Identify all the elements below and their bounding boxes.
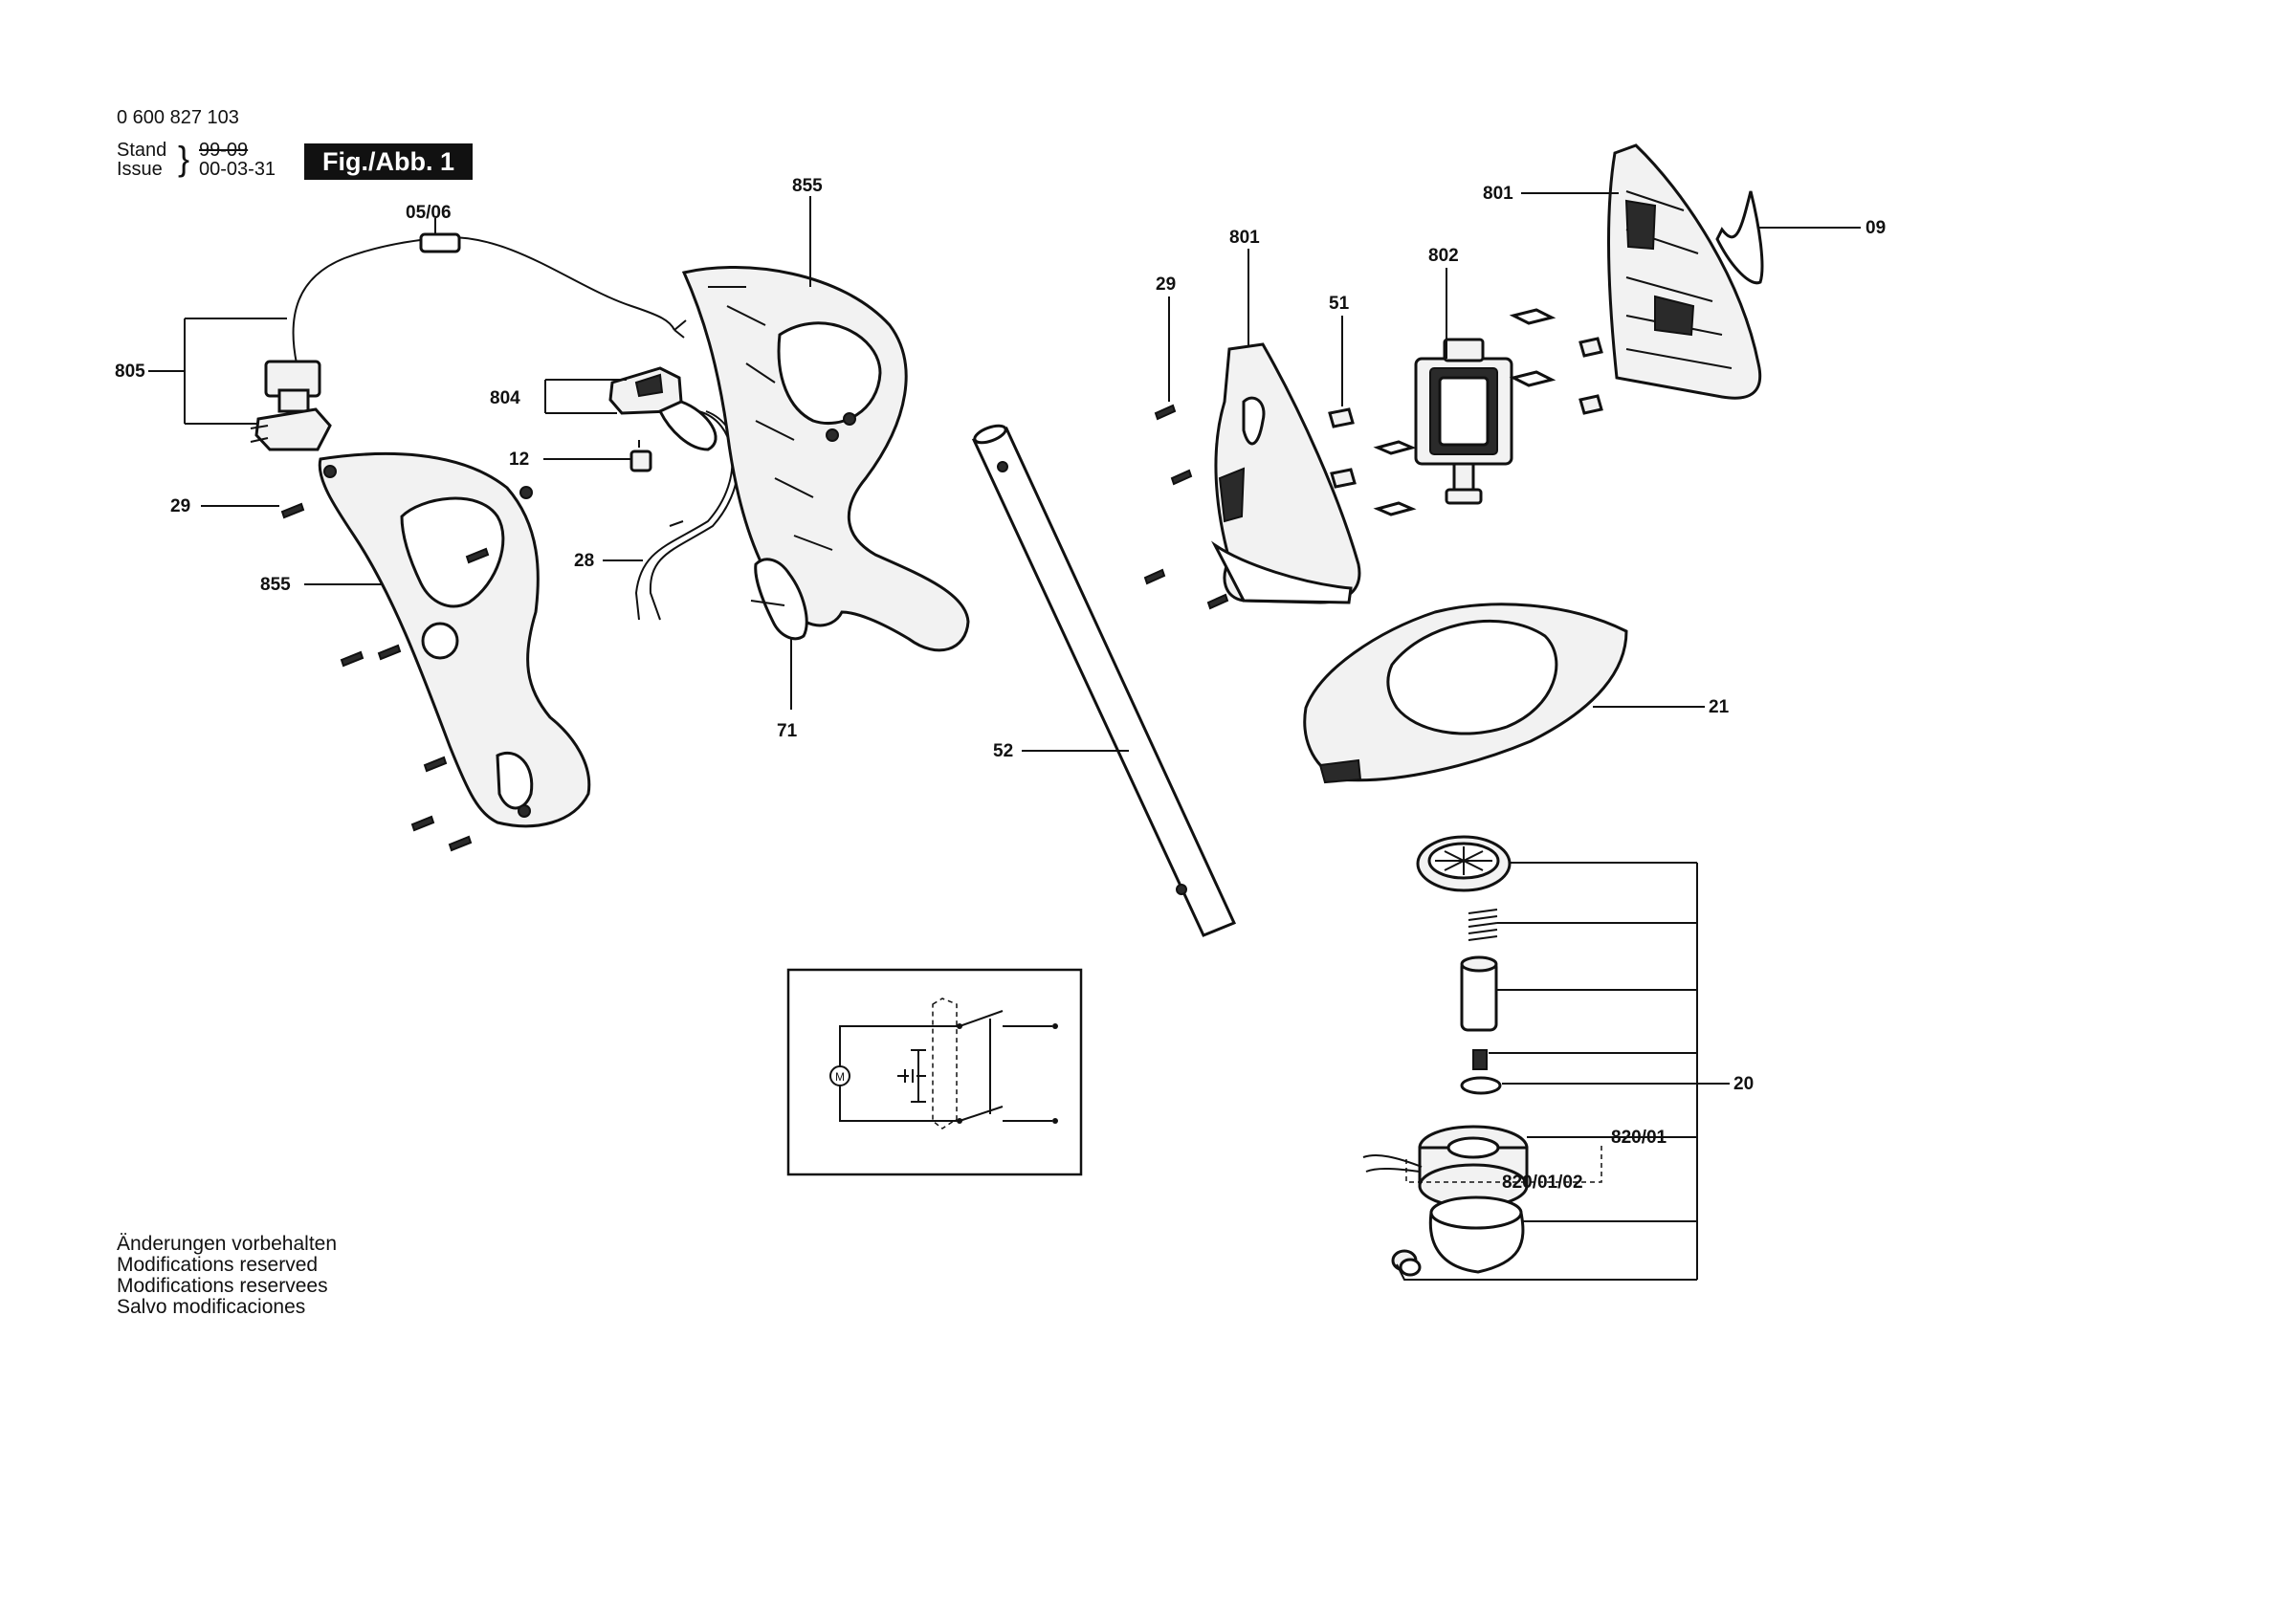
callout-29-mid: 29 bbox=[1156, 274, 1176, 295]
callout-801-top: 801 bbox=[1483, 184, 1513, 204]
callout-855-top: 855 bbox=[792, 176, 823, 196]
note-fr: Modifications reservees bbox=[117, 1275, 328, 1297]
plug-805 bbox=[250, 360, 332, 451]
motor-housing-half-801-top bbox=[1606, 143, 1762, 400]
screw-20 bbox=[1472, 1049, 1488, 1070]
screws-left bbox=[280, 502, 490, 852]
spring bbox=[1468, 909, 1498, 941]
wiring-schematic: M bbox=[786, 968, 1083, 1176]
handle-half-right-855 bbox=[681, 266, 970, 652]
callout-05-06: 05/06 bbox=[406, 203, 452, 223]
note-de: Änderungen vorbehalten bbox=[117, 1233, 338, 1255]
cable-sleeve bbox=[419, 232, 461, 253]
brushes-51 bbox=[1328, 407, 1417, 516]
power-cable bbox=[292, 232, 687, 364]
spool-cap bbox=[1428, 1195, 1525, 1274]
figure-badge: Fig./Abb. 1 bbox=[304, 143, 473, 180]
callout-51: 51 bbox=[1329, 294, 1350, 314]
note-en: Modifications reserved bbox=[117, 1254, 319, 1276]
cover-09 bbox=[1715, 190, 1764, 285]
callout-804: 804 bbox=[490, 388, 520, 408]
stand-label: Stand bbox=[117, 140, 167, 161]
handle-half-left-855 bbox=[318, 451, 591, 828]
switch-804 bbox=[608, 366, 718, 451]
callout-802: 802 bbox=[1428, 246, 1459, 266]
brace: } bbox=[178, 139, 190, 178]
callout-20: 20 bbox=[1733, 1074, 1754, 1094]
callout-09: 09 bbox=[1866, 218, 1886, 238]
motor-802 bbox=[1414, 338, 1513, 505]
issue-date: 00-03-31 bbox=[199, 159, 276, 180]
guard-21 bbox=[1303, 603, 1628, 784]
callout-28: 28 bbox=[574, 551, 594, 571]
callout-12: 12 bbox=[509, 450, 529, 470]
callout-820-01-02: 820/01/02 bbox=[1502, 1173, 1583, 1193]
lever-71 bbox=[750, 558, 808, 641]
fan-disc bbox=[1416, 835, 1512, 892]
old-date-struck: 99-09 bbox=[199, 140, 249, 161]
callout-21: 21 bbox=[1709, 697, 1730, 717]
spool-bracket bbox=[1396, 862, 1730, 1281]
screws-mid bbox=[1143, 404, 1229, 610]
brush-holders bbox=[1509, 308, 1603, 415]
callout-820-01: 820/01 bbox=[1611, 1128, 1667, 1148]
motor-symbol: M bbox=[835, 1070, 845, 1084]
callout-801-mid: 801 bbox=[1229, 228, 1260, 248]
callout-855-left: 855 bbox=[260, 575, 291, 595]
callout-71: 71 bbox=[777, 721, 798, 741]
part-number: 0 600 827 103 bbox=[117, 107, 239, 128]
callout-805: 805 bbox=[115, 362, 145, 382]
washer bbox=[1460, 1076, 1502, 1095]
issue-label: Issue bbox=[117, 159, 163, 180]
cap-knob bbox=[1391, 1249, 1422, 1277]
sleeve bbox=[1460, 955, 1498, 1032]
tube-52 bbox=[971, 424, 1237, 937]
callout-29-left: 29 bbox=[170, 496, 190, 516]
motor-housing-half-801 bbox=[1211, 342, 1361, 604]
callout-52: 52 bbox=[993, 741, 1013, 761]
capacitor-12 bbox=[629, 440, 652, 472]
modification-notes: Änderungen vorbehalten Modifications res… bbox=[117, 1234, 337, 1318]
spool-820-01 bbox=[1362, 1125, 1529, 1209]
note-es: Salvo modificaciones bbox=[117, 1296, 306, 1318]
